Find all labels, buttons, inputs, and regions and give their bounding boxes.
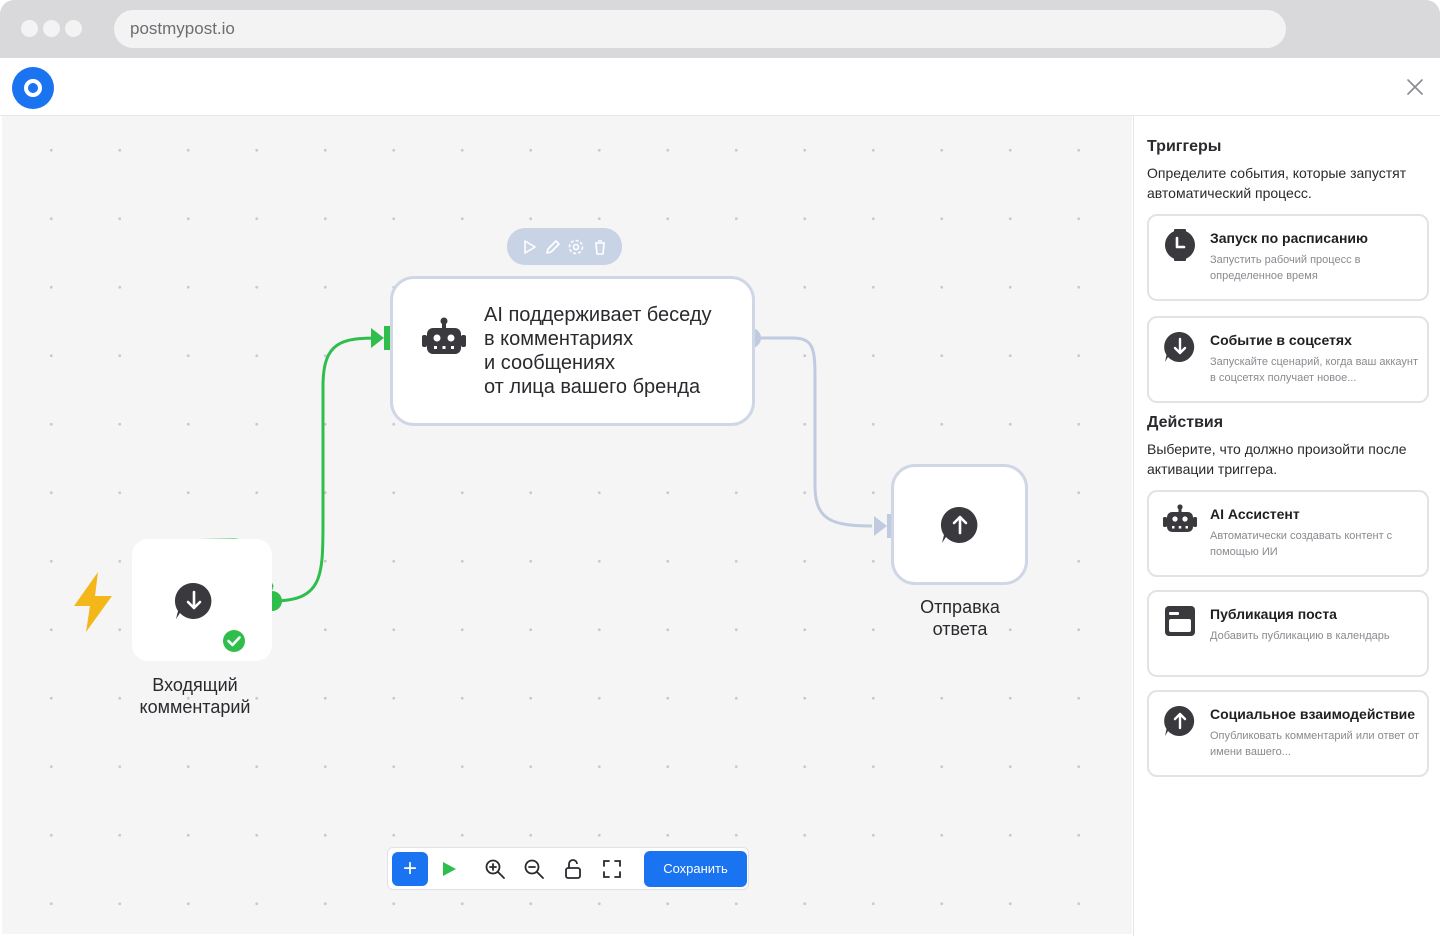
trigger-node-label-line: Входящий — [152, 675, 238, 695]
window-dot-maximize[interactable] — [65, 20, 82, 37]
trigger-node[interactable] — [132, 539, 272, 661]
actions-title: Действия — [1147, 414, 1224, 431]
play-icon[interactable] — [520, 238, 538, 256]
app-header — [0, 58, 1440, 116]
triggers-title: Триггеры — [1147, 138, 1222, 155]
calendar-window-icon — [1165, 606, 1195, 636]
card-title: Социальное взаимодействие — [1210, 706, 1416, 722]
action-card-publish-post[interactable]: Публикация поста Добавить публикацию в к… — [1147, 590, 1429, 677]
trigger-node-label: Входящий комментарий — [122, 674, 268, 718]
workflow-canvas[interactable]: AI поддерживает беседу в комментариях и … — [2, 116, 1132, 934]
ai-node[interactable]: AI поддерживает беседу в комментариях и … — [390, 276, 755, 426]
bolt-icon — [74, 572, 112, 632]
card-desc: Опубликовать комментарий или ответ от им… — [1210, 730, 1420, 758]
ai-node-text: AI поддерживает беседу в комментариях и … — [484, 303, 712, 399]
send-node-label-line: Отправка — [920, 597, 1000, 617]
card-desc: Автоматически создавать контент с помощь… — [1210, 530, 1393, 558]
connection-port-in-send — [887, 514, 894, 538]
zoom-in-icon[interactable] — [483, 857, 507, 881]
check-badge-icon — [221, 628, 247, 654]
trigger-card-social-event[interactable]: Событие в соцсетях Запускайте сценарий, … — [1147, 316, 1429, 403]
trash-icon[interactable] — [591, 238, 609, 256]
clock-icon — [1165, 229, 1195, 261]
card-title: AI Ассистент — [1210, 506, 1300, 522]
card-desc: Запустить рабочий процесс в определенное… — [1210, 254, 1361, 282]
robot-icon — [1163, 504, 1197, 532]
connection-trigger-to-ai — [271, 336, 381, 603]
right-panel: Триггеры Определите события, которые зап… — [1133, 116, 1440, 936]
triggers-desc: Определите события, которые запустят авт… — [1147, 165, 1407, 201]
send-node-label: Отправка ответа — [900, 596, 1020, 640]
window-dot-close[interactable] — [21, 20, 38, 37]
upload-chat-icon — [1164, 705, 1195, 736]
card-title: Запуск по расписанию — [1210, 230, 1368, 246]
play-icon[interactable] — [437, 857, 461, 881]
ai-node-line: AI поддерживает беседу — [484, 304, 712, 326]
actions-desc: Выберите, что должно произойти после акт… — [1147, 441, 1407, 477]
send-reply-node[interactable] — [891, 464, 1028, 585]
send-node-label-line: ответа — [932, 619, 988, 639]
card-desc: Добавить публикацию в календарь — [1210, 630, 1390, 642]
card-title: Событие в соцсетях — [1210, 332, 1352, 348]
card-desc: Запускайте сценарий, когда ваш аккаунт в… — [1210, 356, 1418, 384]
download-chat-icon — [174, 582, 212, 619]
trigger-node-label-line: комментарий — [139, 697, 251, 717]
address-bar[interactable]: postmypost.io — [114, 10, 1286, 48]
upload-chat-icon — [940, 506, 978, 543]
app-logo[interactable] — [12, 67, 54, 109]
robot-icon — [422, 317, 466, 354]
connection-port-in-ai — [384, 326, 392, 350]
window-dot-minimize[interactable] — [43, 20, 60, 37]
trigger-card-schedule[interactable]: Запуск по расписанию Запустить рабочий п… — [1147, 214, 1429, 301]
card-title: Публикация поста — [1210, 606, 1337, 622]
zoom-out-icon[interactable] — [522, 857, 546, 881]
ai-node-line: от лица вашего бренда — [484, 376, 701, 398]
action-card-social-interaction[interactable]: Социальное взаимодействие Опубликовать к… — [1147, 690, 1429, 777]
add-node-button[interactable]: + — [392, 852, 428, 886]
ai-node-line: в комментариях — [484, 328, 634, 350]
action-card-ai-assistant[interactable]: AI Ассистент Автоматически создавать кон… — [1147, 490, 1429, 577]
pencil-icon[interactable] — [544, 238, 562, 256]
connection-arrow-in-ai — [371, 328, 384, 348]
canvas-toolbar: + Сохранить — [387, 847, 749, 890]
save-button[interactable]: Сохранить — [644, 851, 747, 887]
connection-arrow-in-send — [874, 516, 887, 536]
connection-ai-to-send — [751, 336, 873, 528]
download-chat-icon — [1164, 331, 1195, 362]
gear-icon[interactable] — [567, 238, 585, 256]
ai-node-line: и сообщениях — [484, 352, 616, 374]
fullscreen-icon[interactable] — [600, 857, 624, 881]
browser-bar: postmypost.io — [0, 0, 1440, 58]
close-icon[interactable] — [1406, 78, 1424, 96]
node-toolbar — [507, 228, 622, 265]
lock-icon[interactable] — [561, 857, 585, 881]
